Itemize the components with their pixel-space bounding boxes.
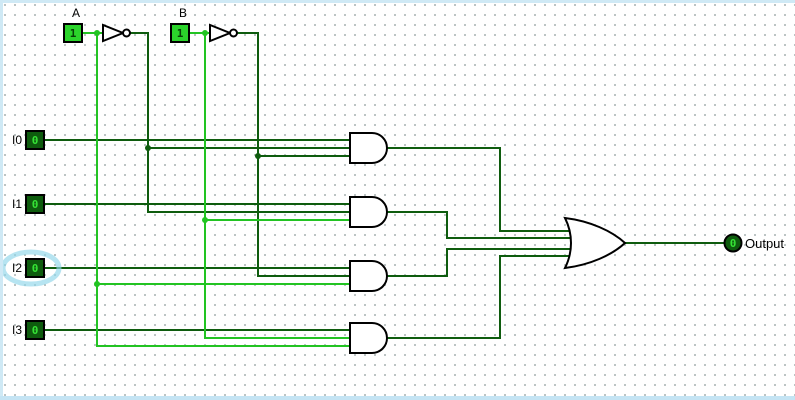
junction-dot: [202, 30, 208, 36]
input-pin-i1[interactable]: 0: [25, 194, 45, 214]
hover-highlight-i2: [0, 249, 62, 287]
pin-a-value: 1: [70, 27, 77, 40]
pin-a-label: A: [72, 6, 80, 20]
canvas-edge-left: [0, 0, 3, 400]
pin-i0-value: 0: [32, 134, 39, 147]
wire-and1-to-or: [387, 147, 572, 232]
pin-i3-value: 0: [32, 324, 39, 337]
pin-b-value: 1: [177, 27, 184, 40]
input-pin-i3[interactable]: 0: [25, 320, 45, 340]
junction-dot: [94, 30, 100, 36]
wire-and2-to-or: [387, 211, 572, 239]
wire-not-b-out: [237, 32, 352, 277]
pin-a-box[interactable]: [63, 23, 83, 43]
pin-i1-label: I1: [12, 197, 22, 211]
and-gate-4[interactable]: [349, 322, 388, 354]
input-pin-b[interactable]: 1: [170, 23, 190, 43]
and-gate-1[interactable]: [349, 132, 388, 164]
pin-i2-value: 0: [32, 262, 39, 275]
output-pin-label: Output: [745, 236, 784, 251]
input-pin-a[interactable]: 1: [63, 23, 83, 43]
not-gate-a-triangle: [102, 23, 126, 43]
output-pin-value: 0: [730, 237, 737, 250]
pin-i1-value: 0: [32, 198, 39, 211]
pin-i3-label: I3: [12, 323, 22, 337]
junction-dot: [255, 153, 261, 159]
junction-dots-low: [145, 145, 261, 159]
not-gate-b[interactable]: [209, 23, 238, 43]
or-gate[interactable]: [563, 216, 627, 270]
pin-b-label: B: [179, 6, 187, 20]
pin-i0-label: I0: [12, 133, 22, 147]
output-pin[interactable]: 0: [723, 233, 743, 253]
and-gate-3[interactable]: [349, 260, 388, 292]
input-pin-i2[interactable]: 0: [25, 258, 45, 278]
junction-dots-high: [94, 30, 208, 287]
output-pin-circle[interactable]: [723, 233, 743, 253]
not-gate-a[interactable]: [102, 23, 131, 43]
wires-low: [44, 32, 724, 339]
and-gate-2[interactable]: [349, 196, 388, 228]
junction-dot: [94, 281, 100, 287]
pin-i0-box[interactable]: [25, 130, 45, 150]
pin-i2-label: I2: [12, 261, 22, 275]
pin-b-box[interactable]: [170, 23, 190, 43]
pin-i1-box[interactable]: [25, 194, 45, 214]
not-gate-b-bubble: [229, 28, 238, 38]
wire-and3-to-or: [387, 248, 572, 277]
canvas-edge-top: [0, 0, 795, 3]
canvas-edge-bottom: [0, 396, 795, 400]
pin-i2-box[interactable]: [25, 258, 45, 278]
pin-i3-box[interactable]: [25, 320, 45, 340]
junction-dot: [202, 217, 208, 223]
junction-dot: [145, 145, 151, 151]
not-gate-a-bubble: [122, 28, 131, 38]
gates: [102, 23, 627, 354]
wire-and4-to-or: [387, 255, 572, 339]
input-pin-i0[interactable]: 0: [25, 130, 45, 150]
wire-not-a-out: [130, 32, 352, 213]
wire-a-vertical: [96, 33, 352, 347]
wires-high: [82, 32, 352, 347]
wire-b-vertical: [204, 33, 352, 339]
not-gate-b-triangle: [209, 23, 233, 43]
